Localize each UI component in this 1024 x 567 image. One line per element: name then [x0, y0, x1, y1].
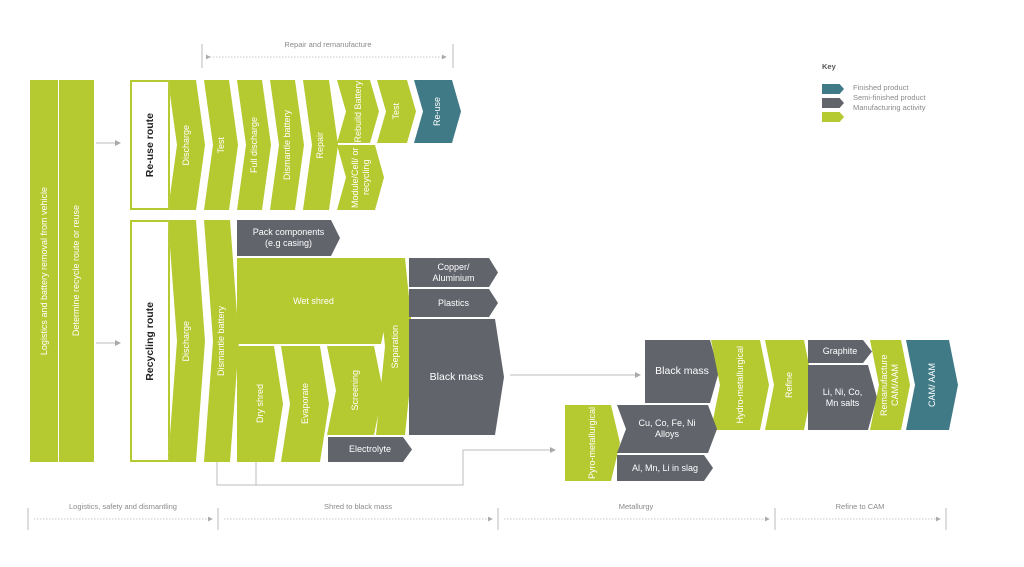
pyrometallurgical-step-label: Pyro-metallurgical — [587, 406, 597, 480]
salts-product-label: Li, Ni, Co, Mn salts — [822, 386, 863, 408]
phase-label: Shred to black mass — [324, 502, 392, 511]
screening-step-label: Screening — [349, 370, 360, 411]
key-label-manufacturing: Manufacturing activity — [853, 103, 926, 112]
hydrometallurgical-step-label: Hydro-metallurgical — [734, 346, 745, 424]
reuse-test-step-label: Test — [215, 136, 226, 154]
recycling-dismantle-step-label: Dismantle battery — [216, 305, 226, 377]
logistics-step: Logistics and battery removal from vehic… — [30, 80, 58, 462]
screening-step: Screening — [327, 346, 383, 435]
reuse-test2-step-label: Test — [391, 103, 401, 120]
key-swatch — [822, 112, 844, 122]
alloys-product: Cu, Co, Fe, Ni Alloys — [617, 405, 717, 453]
separation-step-label: Separation — [389, 324, 400, 369]
slag-product-label: Al, Mn, Li in slag — [631, 462, 699, 473]
phase-label: Refine to CAM — [835, 502, 885, 511]
pack-components-product-label: Pack components (e.g casing) — [252, 227, 325, 248]
graphite-product-label: Graphite — [822, 346, 858, 356]
pack-components-product: Pack components (e.g casing) — [237, 220, 340, 256]
phase-label: Logistics, safety and dismantling — [69, 502, 177, 511]
dry-shred-step-label: Dry shred — [254, 384, 265, 424]
determine-route-step: Determine recycle route or reuse — [59, 80, 94, 462]
reuse-dismantle-step-label: Dismantle battery — [281, 109, 292, 181]
copper-aluminium-product-label: Copper/ Aluminium — [432, 261, 475, 283]
copper-aluminium-product: Copper/ Aluminium — [409, 258, 498, 287]
recycling-route-box-label: Recycling route — [143, 301, 156, 381]
key-label-semi-finished: Semi-finished product — [853, 93, 926, 102]
key-title: Key — [822, 62, 836, 71]
wet-shred-step: Wet shred — [237, 258, 390, 344]
black-mass-product-label: Black mass — [429, 370, 484, 383]
rebuild-battery-step-label: Rebuild Battery — [352, 80, 363, 143]
plastics-product: Plastics — [409, 289, 498, 317]
repair-step-label: Repair — [315, 131, 325, 159]
determine-route-step-label: Determine recycle route or reuse — [71, 205, 81, 337]
hydrometallurgical-step: Hydro-metallurgical — [711, 340, 769, 430]
refine-step-label: Refine — [783, 371, 794, 398]
repair-remanufacture-label: Repair and remanufacture — [284, 40, 372, 49]
electrolyte-product-label: Electrolyte — [348, 444, 392, 454]
black-mass-product: Black mass — [409, 319, 504, 435]
wet-shred-step-label: Wet shred — [293, 295, 334, 306]
salts-product: Li, Ni, Co, Mn salts — [808, 365, 877, 430]
plastics-product-label: Plastics — [437, 297, 469, 308]
slag-product: Al, Mn, Li in slag — [617, 455, 713, 481]
recycling-discharge-step-label: Discharge — [181, 320, 191, 362]
remanufacture-step-label: Remanufacture CAM/AAM — [879, 354, 900, 416]
key-swatch — [822, 84, 844, 94]
black-mass-input: Black mass — [645, 340, 719, 403]
reuse-route-box-label: Re-use route — [143, 112, 156, 178]
reuse-route-box: Re-use route — [130, 80, 170, 210]
full-discharge-step-label: Full discharge — [248, 116, 259, 174]
graphite-product: Graphite — [808, 340, 872, 363]
evaporate-step-label: Evaporate — [299, 383, 310, 425]
electrolyte-product: Electrolyte — [328, 437, 412, 462]
reuse-discharge-step-label: Discharge — [181, 124, 191, 166]
key-label-finished: Finished product — [853, 83, 909, 92]
cam-aam-product-label: CAM/ AAM — [926, 362, 937, 407]
pyrometallurgical-step: Pyro-metallurgical — [565, 405, 620, 481]
alloys-product-label: Cu, Co, Fe, Ni Alloys — [638, 418, 696, 439]
black-mass-input-label: Black mass — [655, 365, 709, 377]
key-swatch — [822, 98, 844, 108]
phase-label: Metallurgy — [618, 502, 654, 511]
reuse-product-label: Re-use — [432, 96, 442, 126]
dry-shred-step: Dry shred — [237, 346, 283, 462]
recycling-route-box: Recycling route — [130, 220, 170, 462]
module-cell-recycling-step-label: Module/Cell/ or recycling — [349, 147, 371, 208]
logistics-step-label: Logistics and battery removal from vehic… — [38, 186, 49, 356]
